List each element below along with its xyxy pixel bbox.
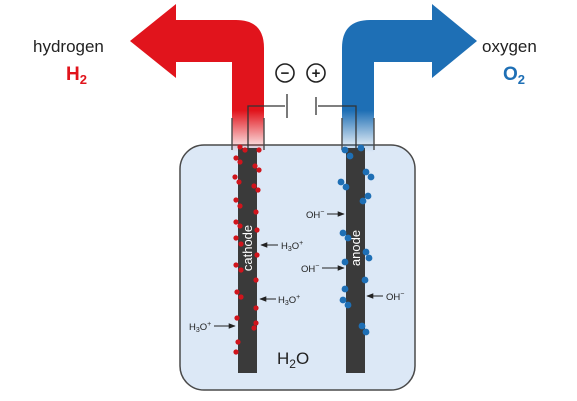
hydroxide-ion-2: OH− — [301, 263, 345, 275]
svg-text:OH−: OH− — [301, 263, 319, 275]
negative-terminal-icon: − — [275, 63, 295, 83]
h2-formula: H2 — [66, 64, 87, 87]
minus-sign: − — [281, 65, 290, 82]
plus-sign: + — [312, 65, 321, 82]
oxygen-flow-arrow — [342, 4, 477, 78]
anode-label: anode — [348, 230, 363, 266]
anode-electrode — [346, 148, 365, 373]
svg-text:OH−: OH− — [306, 209, 324, 221]
hydronium-ion-3: H3O+ — [189, 321, 236, 334]
svg-text:H3O+: H3O+ — [278, 294, 300, 307]
cathode-electrode — [238, 148, 257, 373]
hydroxide-ion-3: OH− — [366, 291, 404, 303]
hydrogen-flow-arrow — [130, 4, 264, 78]
oxygen-bubbles — [337, 144, 375, 336]
circuit-wires — [247, 94, 357, 148]
hydrogen-label: hydrogen — [33, 37, 104, 56]
svg-text:H3O+: H3O+ — [189, 321, 211, 334]
hydronium-ion-1: H3O+ — [260, 240, 303, 253]
hydroxide-ion-1: OH− — [306, 209, 345, 221]
hydronium-ion-2: H3O+ — [259, 294, 300, 307]
water-label: H2O — [277, 349, 309, 371]
positive-terminal-icon: + — [306, 63, 326, 83]
cathode-label: cathode — [240, 225, 255, 271]
o2-formula: O2 — [503, 64, 525, 87]
svg-text:H3O+: H3O+ — [281, 240, 303, 253]
hydrogen-bubbles — [232, 144, 262, 355]
svg-text:OH−: OH− — [386, 291, 404, 303]
oxygen-label: oxygen — [482, 37, 537, 56]
